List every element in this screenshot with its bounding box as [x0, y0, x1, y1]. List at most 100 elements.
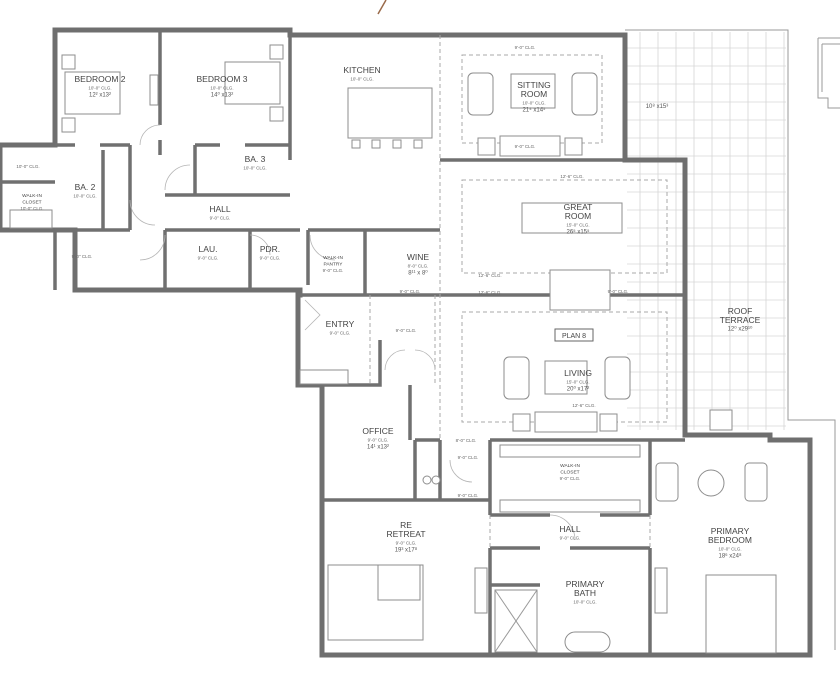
room-name: BATH: [574, 588, 596, 598]
sitting-table: [510, 73, 556, 109]
room-name: SITTING: [517, 80, 551, 90]
room-name: OFFICE: [362, 426, 393, 436]
ceiling-note: 12'-6" CLG.: [572, 403, 595, 408]
room-dimensions: 10⁸ x15³: [646, 103, 669, 110]
room-ba-2: BA. 2 10'-0" CLG.: [73, 182, 96, 199]
ceiling-note: 9'-0" CLG.: [608, 289, 629, 294]
room-storage: 9'-0" CLG.: [72, 254, 93, 259]
room-name: HALL: [209, 204, 231, 214]
ceiling-height: 10'-0" CLG.: [573, 600, 596, 605]
room-wine: WINE 8'-0" CLG.8¹¹ x 8⁰: [407, 252, 430, 277]
ceiling-height: 15'-0" CLG.: [566, 380, 589, 385]
room-name: LAU.: [199, 244, 218, 254]
room-name: PRIMARY: [566, 579, 605, 589]
room-dimensions: 12² x13²: [89, 93, 111, 99]
room-bedroom-2: BEDROOM 2 10'-0" CLG. 12² x13²: [74, 74, 125, 99]
ceiling-height: 10'-0" CLG.: [718, 547, 741, 552]
room-name: ROOM: [565, 211, 591, 221]
ceiling-height: 9'-0" CLG.: [210, 216, 231, 221]
ceiling-height: 10'-0" CLG.: [20, 206, 43, 211]
interior-walls: [0, 30, 685, 655]
ceiling-note: 12'-6" CLG.: [478, 290, 501, 295]
room-dimensions: 19³ x17⁸: [395, 547, 418, 554]
room-name: WALK-IN: [22, 193, 42, 199]
bed-icon: [64, 71, 121, 115]
ceiling-note: 12'-6" CLG.: [560, 174, 583, 179]
living-table: [544, 360, 588, 395]
ceiling-notes: 9'-0" CLG. 9'-0" CLG. 12'-6" CLG. 12'-6" CL…: [400, 45, 629, 498]
ceiling-note: 8'-0" CLG.: [456, 438, 477, 443]
terrace-border: [625, 29, 836, 650]
dining-table: [521, 202, 623, 234]
room-name: BA. 2: [75, 182, 96, 192]
thumbnail-sliver: [817, 37, 840, 109]
ceiling-height: 10'-0" CLG.: [73, 194, 96, 199]
room-name: TERRACE: [720, 315, 761, 325]
room-name: PRIMARY: [711, 526, 750, 536]
room-dimensions: 18⁶ x24⁸: [718, 553, 741, 560]
ceiling-height: 9'-0" CLG.: [330, 331, 351, 336]
room-name: BEDROOM 3: [196, 74, 247, 84]
room-name: ROOM: [521, 89, 547, 99]
ceiling-note: 9'-0" CLG.: [458, 493, 479, 498]
round-table: [697, 469, 725, 497]
furniture: [9, 44, 777, 654]
bathtub-icon: [564, 631, 611, 653]
room-name: ROOF: [728, 306, 753, 316]
room-foyer: 9'-0" CLG.: [396, 328, 417, 333]
room-dimensions: 8¹¹ x 8⁰: [408, 270, 428, 277]
ceiling-note: 9'-0" CLG.: [515, 45, 536, 50]
ceiling-note: 9'-0" CLG.: [458, 455, 479, 460]
plan-label-box: PLAN 8: [554, 328, 594, 342]
ceiling-height: 10'-0" CLG.: [88, 86, 111, 91]
ceiling-height: 15'-0" CLG.: [566, 223, 589, 228]
ceiling-note: 12'-6" CLG.: [478, 273, 501, 278]
ceiling-height: 9'-0" CLG.: [260, 256, 281, 261]
terrace-tiles: [627, 32, 786, 430]
room-name: HALL: [559, 524, 581, 534]
room-name: BEDROOM 2: [74, 74, 125, 84]
room-name: RE: [400, 520, 412, 530]
door-swings: [129, 124, 576, 541]
ceiling-note: 9'-0" CLG.: [515, 144, 536, 149]
room-bedroom-3: BEDROOM 310'-0" CLG.14⁰ x13²: [196, 74, 247, 99]
room-name: RETREAT: [386, 529, 425, 539]
room-name: WINE: [407, 252, 430, 262]
room-name: KITCHEN: [343, 65, 380, 75]
ceiling-note: 9'-0" CLG.: [400, 289, 421, 294]
room-name: LIVING: [564, 368, 592, 378]
plan-label: PLAN 8: [562, 333, 586, 340]
ceiling-height: 10'-0" CLG.: [522, 101, 545, 106]
room-ba-2-wc: 10'-0" CLG.: [16, 164, 39, 169]
room-dimensions: 12⁰ x29¹⁰: [728, 326, 753, 333]
room-entry: ENTRY 9'-0" CLG.: [326, 319, 355, 336]
ceiling-height: 8'-0" CLG.: [408, 264, 429, 269]
room-hall-2: HALL 9'-0" CLG.: [559, 524, 581, 541]
room-name: ENTRY: [326, 319, 355, 329]
decorative-stroke: [377, 0, 387, 15]
room-name: WALK-IN: [323, 255, 343, 261]
ceiling-height: 10'-0" CLG.: [16, 164, 39, 169]
ceiling-height: 9'-0" CLG.: [560, 536, 581, 541]
ceiling-height: 9'-0" CLG.: [368, 438, 389, 443]
bed-icon: [705, 574, 777, 654]
room-dimensions: 14⁰ x13²: [211, 92, 233, 99]
room-dimensions: 26⁵ x15⁵: [567, 229, 591, 236]
room-hall-1: HALL 9'-0" CLG.: [209, 204, 231, 221]
room-name: CLOSET: [560, 470, 579, 476]
room-dimensions: 14¹ x13²: [367, 445, 389, 451]
room-name: PANTRY: [323, 262, 343, 268]
room-office: OFFICE 9'-0" CLG. 14¹ x13²: [362, 426, 393, 451]
ceiling-height: 10'-0" CLG.: [243, 166, 266, 171]
room-dimensions: 20⁰ x17²: [567, 386, 589, 393]
room-powder: PDR.9'-0" CLG.: [260, 244, 281, 261]
